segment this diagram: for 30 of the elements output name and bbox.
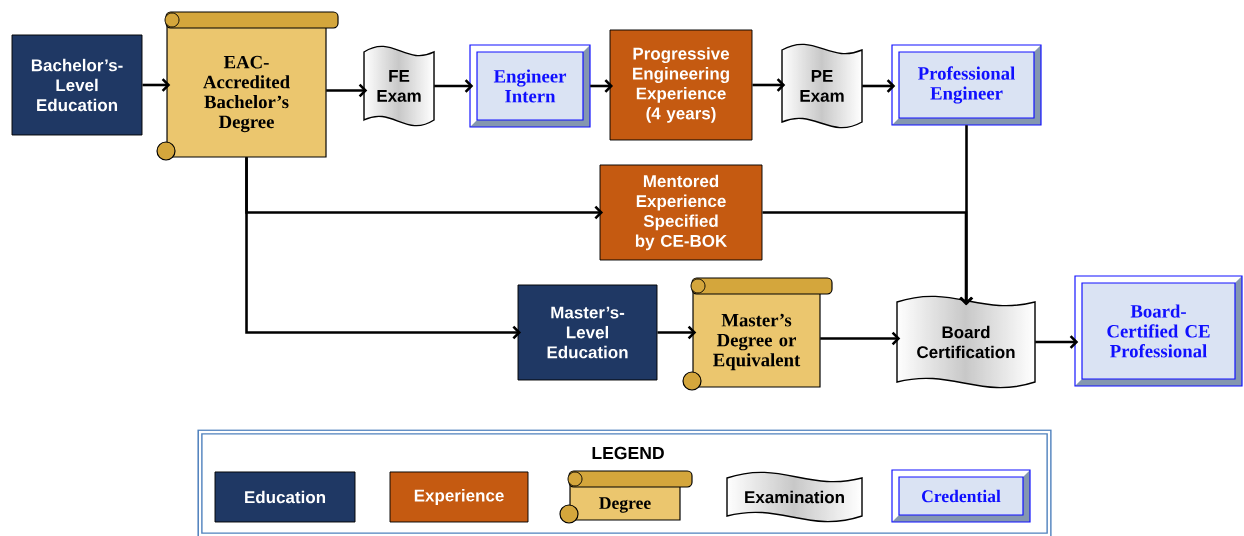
arrow [959,125,974,306]
legend-item: Credential [891,469,1031,523]
arrow [1035,335,1079,349]
arrow [657,325,697,340]
arrow [434,79,474,93]
experience-box: Mentored Experience Specified by CE-BOK [599,164,763,261]
arrow [752,78,786,92]
credential-box: Engineer Intern [469,44,591,128]
arrow [245,157,522,340]
degree-scroll: Master’s Degree or Equivalent [682,277,833,391]
exam-banner: FE Exam [363,45,435,127]
legend-item: Experience [389,471,529,523]
legend-item: Education [214,471,356,523]
legend-item: Degree [559,470,693,524]
legend-title: LEGEND [592,446,664,460]
arrow [590,79,614,93]
experience-box: Progressive Engineering Experience (4 years) [609,29,753,141]
degree-scroll: EAC-Accredited Bachelor’s Degree [156,11,339,161]
arrow [820,331,901,346]
arrow [762,211,973,306]
arrow [142,78,171,92]
legend-item: Examination [726,471,863,523]
credential-box: Board-Certified CE Professional [1074,275,1243,387]
credential-box: Professional Engineer [891,44,1042,126]
exam-banner: Board Certification [896,295,1036,389]
arrow [862,79,896,93]
arrow [326,83,368,98]
education-box: Master’s-Level Education [517,284,658,381]
exam-banner: PE Exam [781,43,863,129]
education-box: Bachelor’s-Level Education [11,34,143,136]
